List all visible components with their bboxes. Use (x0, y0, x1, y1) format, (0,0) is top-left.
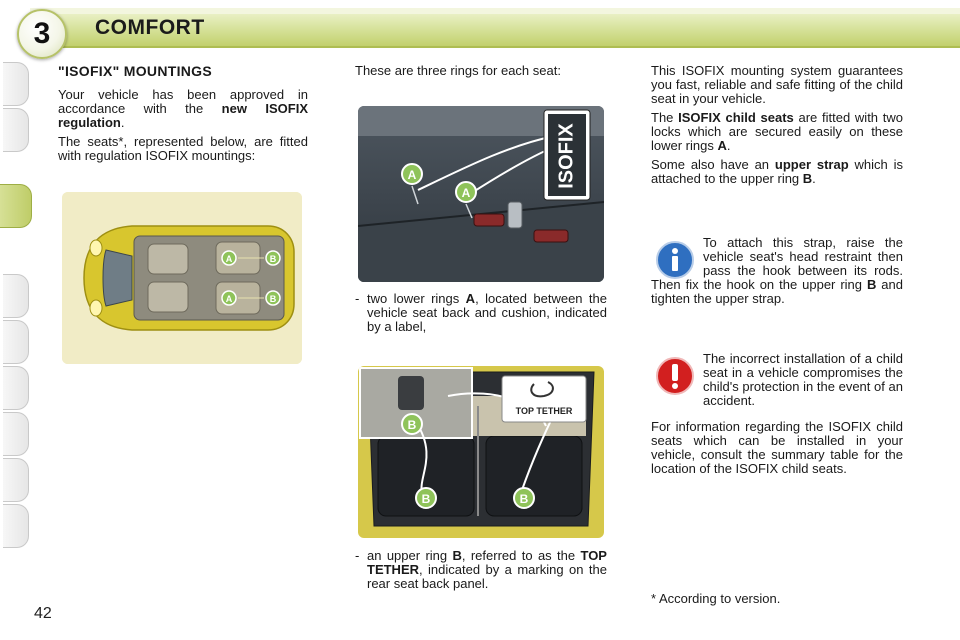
info-text-a: To attach this strap, raise the vehicle … (651, 235, 903, 292)
chapter-tab-5[interactable] (3, 320, 29, 364)
approval-text: Your vehicle has been approved in accord… (58, 87, 308, 116)
isofix-lower-rings-illustration: ISOFIX A A (358, 106, 604, 282)
info-icon (655, 240, 695, 280)
bullet2-ring-b: B (452, 548, 462, 563)
info-ring-b: B (866, 277, 877, 292)
p2-period: . (726, 138, 731, 153)
p3-ring-b: B (802, 171, 813, 186)
summary-table-paragraph: For information regarding the ISOFIX chi… (651, 419, 903, 476)
info-icon-spacer (651, 236, 703, 278)
bullet-upper-ring: - an upper ring B, referred to as the TO… (355, 549, 607, 591)
chapter-number-badge: 3 (17, 9, 67, 59)
bullet-lower-rings-text: two lower rings A, located between the v… (355, 292, 607, 334)
svg-text:A: A (462, 186, 471, 200)
ring-b-badge-left: B (415, 487, 437, 509)
ring-b-marker-upper: B (265, 250, 281, 266)
chapter-tab-2[interactable] (3, 108, 29, 152)
ring-b-badge-inset: B (401, 413, 423, 435)
page-number: 42 (34, 605, 52, 622)
chapter-tab-7[interactable] (3, 412, 29, 456)
p2-text-a: The (651, 110, 679, 125)
isofix-label-text: ISOFIX (555, 123, 577, 189)
right-column-text: This ISOFIX mounting system guarantees y… (651, 64, 903, 191)
p2-ring-a: A (717, 138, 727, 153)
p3-period: . (812, 171, 816, 186)
bullet-lower-rings: - two lower rings A, located between the… (355, 292, 607, 334)
svg-text:B: B (270, 254, 277, 264)
info-note: To attach this strap, raise the vehicle … (651, 236, 903, 306)
bullet2-text-e: , indicated by a marking on the rear sea… (367, 562, 607, 591)
svg-text:A: A (226, 254, 233, 264)
page-title: COMFORT (95, 16, 205, 39)
chapter-tab-3-active[interactable] (0, 184, 32, 228)
approval-period: . (120, 115, 125, 130)
upper-strap-paragraph: Some also have an upper strap which is a… (651, 158, 903, 186)
p2-text-c: are fitted with two locks which are secu… (651, 110, 903, 153)
car-top-view-figure: A B A B (62, 192, 302, 364)
bullet1-text-a: two lower rings (367, 291, 466, 306)
p3-text-a: Some also have an (651, 157, 775, 172)
warning-text: The incorrect installation of a child se… (703, 351, 903, 408)
section-heading: "ISOFIX" MOUNTINGS (58, 63, 213, 79)
bullet1-ring-a: A (465, 291, 476, 306)
warning-note: The incorrect installation of a child se… (651, 352, 903, 408)
ring-a-marker-lower: A (221, 290, 237, 306)
isofix-lower-rings-figure: ISOFIX A A (358, 106, 604, 282)
left-column-text: Your vehicle has been approved in accord… (58, 88, 308, 168)
chapter-tab-6[interactable] (3, 366, 29, 410)
bullet-upper-ring-text: an upper ring B, referred to as the TOP … (355, 549, 607, 591)
page-header: 3 COMFORT (0, 0, 960, 59)
footnote: * According to version. (651, 591, 781, 606)
svg-text:B: B (520, 492, 529, 506)
info-text-c: and tighten the upper strap. (651, 277, 903, 306)
bullet2-text-a: an upper ring (367, 548, 453, 563)
car-top-view-illustration: A B A B (62, 192, 302, 364)
bullet2-top-tether: TOP TETHER (367, 548, 607, 577)
ring-a-badge-2: A (455, 181, 477, 203)
p2-isofix-seats: ISOFIX child seats (678, 110, 794, 125)
chapter-tab-4[interactable] (3, 274, 29, 318)
svg-text:B: B (422, 492, 431, 506)
approval-paragraph: Your vehicle has been approved in accord… (58, 88, 308, 130)
regulation-emphasis: new ISOFIX regulation (58, 101, 308, 130)
bullet-dash-1: - (355, 291, 360, 306)
header-band (30, 14, 960, 48)
seats-paragraph: The seats*, represented below, are fitte… (58, 134, 308, 163)
chapter-tab-1[interactable] (3, 62, 29, 106)
svg-text:B: B (270, 294, 277, 304)
system-paragraph: This ISOFIX mounting system guarantees y… (651, 63, 903, 106)
bullet-dash-2: - (355, 548, 360, 563)
p3-upper-strap: upper strap (774, 157, 849, 172)
top-tether-illustration: TOP TETHER B B B (358, 366, 604, 538)
ring-b-marker-lower: B (265, 290, 281, 306)
svg-text:A: A (226, 294, 233, 304)
bullet2-text-c: , referred to as the (461, 548, 581, 563)
svg-text:B: B (408, 418, 417, 432)
svg-text:A: A (408, 168, 417, 182)
child-seats-paragraph: The ISOFIX child seats are fitted with t… (651, 111, 903, 153)
top-tether-label-text: TOP TETHER (516, 406, 573, 416)
header-band-highlight (30, 8, 960, 16)
ring-b-badge-right: B (513, 487, 535, 509)
ring-a-badge-1: A (401, 163, 423, 185)
chapter-tab-strip (0, 62, 32, 574)
p3-text-c: which is attached to the upper ring (651, 157, 903, 186)
chapter-tab-9[interactable] (3, 504, 29, 548)
bullet1-text-c: , located between the vehicle seat back … (367, 291, 608, 334)
chapter-tab-8[interactable] (3, 458, 29, 502)
top-tether-figure: TOP TETHER B B B (358, 366, 604, 538)
warning-icon-spacer (651, 352, 703, 408)
ring-a-marker-upper: A (221, 250, 237, 266)
rings-intro: These are three rings for each seat: (355, 63, 561, 78)
warning-icon (655, 356, 695, 396)
